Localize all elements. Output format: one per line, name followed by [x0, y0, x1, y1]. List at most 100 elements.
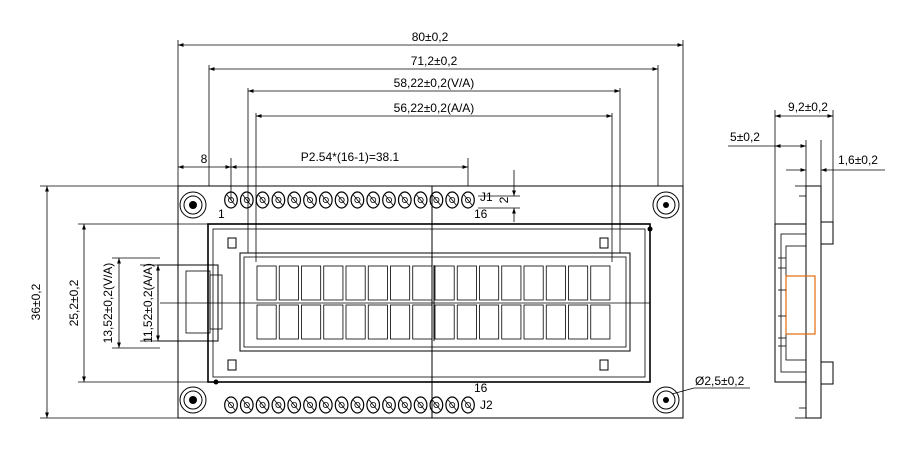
header-pin: [445, 191, 460, 209]
pin-16-j2-label: 16: [474, 381, 488, 395]
character-cell: [278, 265, 299, 301]
dim-total-thickness: 9,2±0,2: [788, 100, 828, 114]
character-cell: [456, 265, 477, 301]
header-pin: [318, 191, 333, 209]
character-cell: [345, 304, 366, 340]
dim-pcb-offset: 5±0,2: [730, 130, 760, 144]
header-pin: [413, 191, 428, 209]
front-dimensions: 80±0,2 71,2±0,2 58,22±0,2(V/A) 56,22±0,2…: [29, 30, 750, 419]
character-cell: [412, 265, 433, 301]
header-pin: [224, 396, 238, 414]
header-pin: [350, 396, 365, 414]
mounting-hole-bottom-right: [652, 386, 680, 414]
character-cell: [456, 304, 477, 340]
header-pin: [429, 191, 444, 209]
header-pin: [287, 396, 302, 414]
character-cell: [256, 304, 277, 340]
dim-view-area-width: 58,22±0,2(V/A): [394, 76, 475, 90]
header-pin: [239, 191, 254, 209]
header-pin: [239, 396, 254, 414]
character-cells: [256, 265, 611, 340]
character-cell: [590, 304, 611, 340]
front-view: [157, 185, 684, 419]
side-backlight: [785, 275, 816, 335]
dim-hole-diameter: Ø2,5±0,2: [695, 374, 745, 388]
header-pin: [318, 396, 333, 414]
character-cell: [278, 304, 299, 340]
header-pin: [271, 191, 286, 209]
character-cell: [568, 265, 589, 301]
character-cell: [434, 304, 455, 340]
character-cell: [568, 304, 589, 340]
character-cell: [545, 265, 566, 301]
header-pin: [413, 396, 428, 414]
header-pin: [350, 191, 365, 209]
header-pin: [445, 396, 460, 414]
character-cell: [523, 304, 544, 340]
dim-pin-row-height: 2: [497, 196, 511, 203]
character-cell: [367, 265, 388, 301]
mounting-hole-bottom-left: [179, 386, 207, 414]
header-pin: [366, 191, 381, 209]
side-lcd-body: [774, 223, 807, 383]
dim-view-area-height: 13,52±0,2(V/A): [101, 263, 115, 344]
character-cell: [301, 304, 322, 340]
header-pin: [461, 396, 475, 414]
header-pin: [271, 396, 286, 414]
header-pin: [397, 396, 412, 414]
pcb-outline: [177, 185, 684, 419]
character-cell: [323, 265, 344, 301]
character-cell: [390, 265, 411, 301]
character-cell: [479, 265, 500, 301]
pin-header-j2: [224, 396, 475, 414]
header-pin: [461, 191, 475, 209]
character-cell: [390, 304, 411, 340]
header-pin: [334, 396, 349, 414]
header-pin: [303, 191, 317, 209]
character-cell: [479, 304, 500, 340]
header-pin: [255, 396, 270, 414]
pin-header-j1: [224, 191, 475, 209]
view-area: [239, 252, 631, 352]
character-cell: [256, 265, 277, 301]
character-cell: [412, 304, 433, 340]
header-pin: [287, 191, 302, 209]
character-cell: [434, 265, 455, 301]
connector-j1-label: J1: [480, 190, 493, 204]
mounting-hole-top-right: [652, 191, 680, 219]
header-pin: [303, 396, 317, 414]
header-pin: [397, 191, 412, 209]
header-pin: [382, 191, 396, 209]
dim-overall-height: 36±0,2: [29, 283, 43, 320]
character-cell: [323, 304, 344, 340]
dim-bezel-height: 25,2±0,2: [67, 279, 81, 326]
dim-pin-pitch: P2.54*(16-1)=38.1: [301, 150, 400, 164]
side-dimensions: 9,2±0,2 5±0,2 1,6±0,2: [728, 100, 885, 224]
character-cell: [345, 265, 366, 301]
character-cell: [590, 265, 611, 301]
character-cell: [545, 304, 566, 340]
character-cell: [501, 265, 522, 301]
dim-active-area-height: 11,52±0,2(A/A): [141, 263, 155, 343]
dim-pin-offset: 8: [201, 152, 208, 166]
character-cell: [301, 265, 322, 301]
dim-active-area-width: 56,22±0,2(A/A): [394, 101, 475, 115]
character-cell: [523, 265, 544, 301]
pin-16-label: 16: [474, 207, 488, 221]
dim-hole-pitch: 71,2±0,2: [411, 54, 458, 68]
mounting-hole-top-left: [179, 191, 207, 219]
header-pin: [366, 396, 381, 414]
connector-j2-label: J2: [480, 398, 493, 412]
character-cell: [501, 304, 522, 340]
character-cell: [367, 304, 388, 340]
dim-overall-width: 80±0,2: [412, 30, 449, 44]
side-view: [774, 185, 834, 419]
header-pin: [255, 191, 270, 209]
header-pin: [334, 191, 349, 209]
header-pin: [382, 396, 396, 414]
pin-1-label: 1: [218, 207, 225, 221]
side-pcb: [805, 185, 822, 419]
dim-pcb-thickness: 1,6±0,2: [838, 153, 878, 167]
header-pin: [429, 396, 444, 414]
